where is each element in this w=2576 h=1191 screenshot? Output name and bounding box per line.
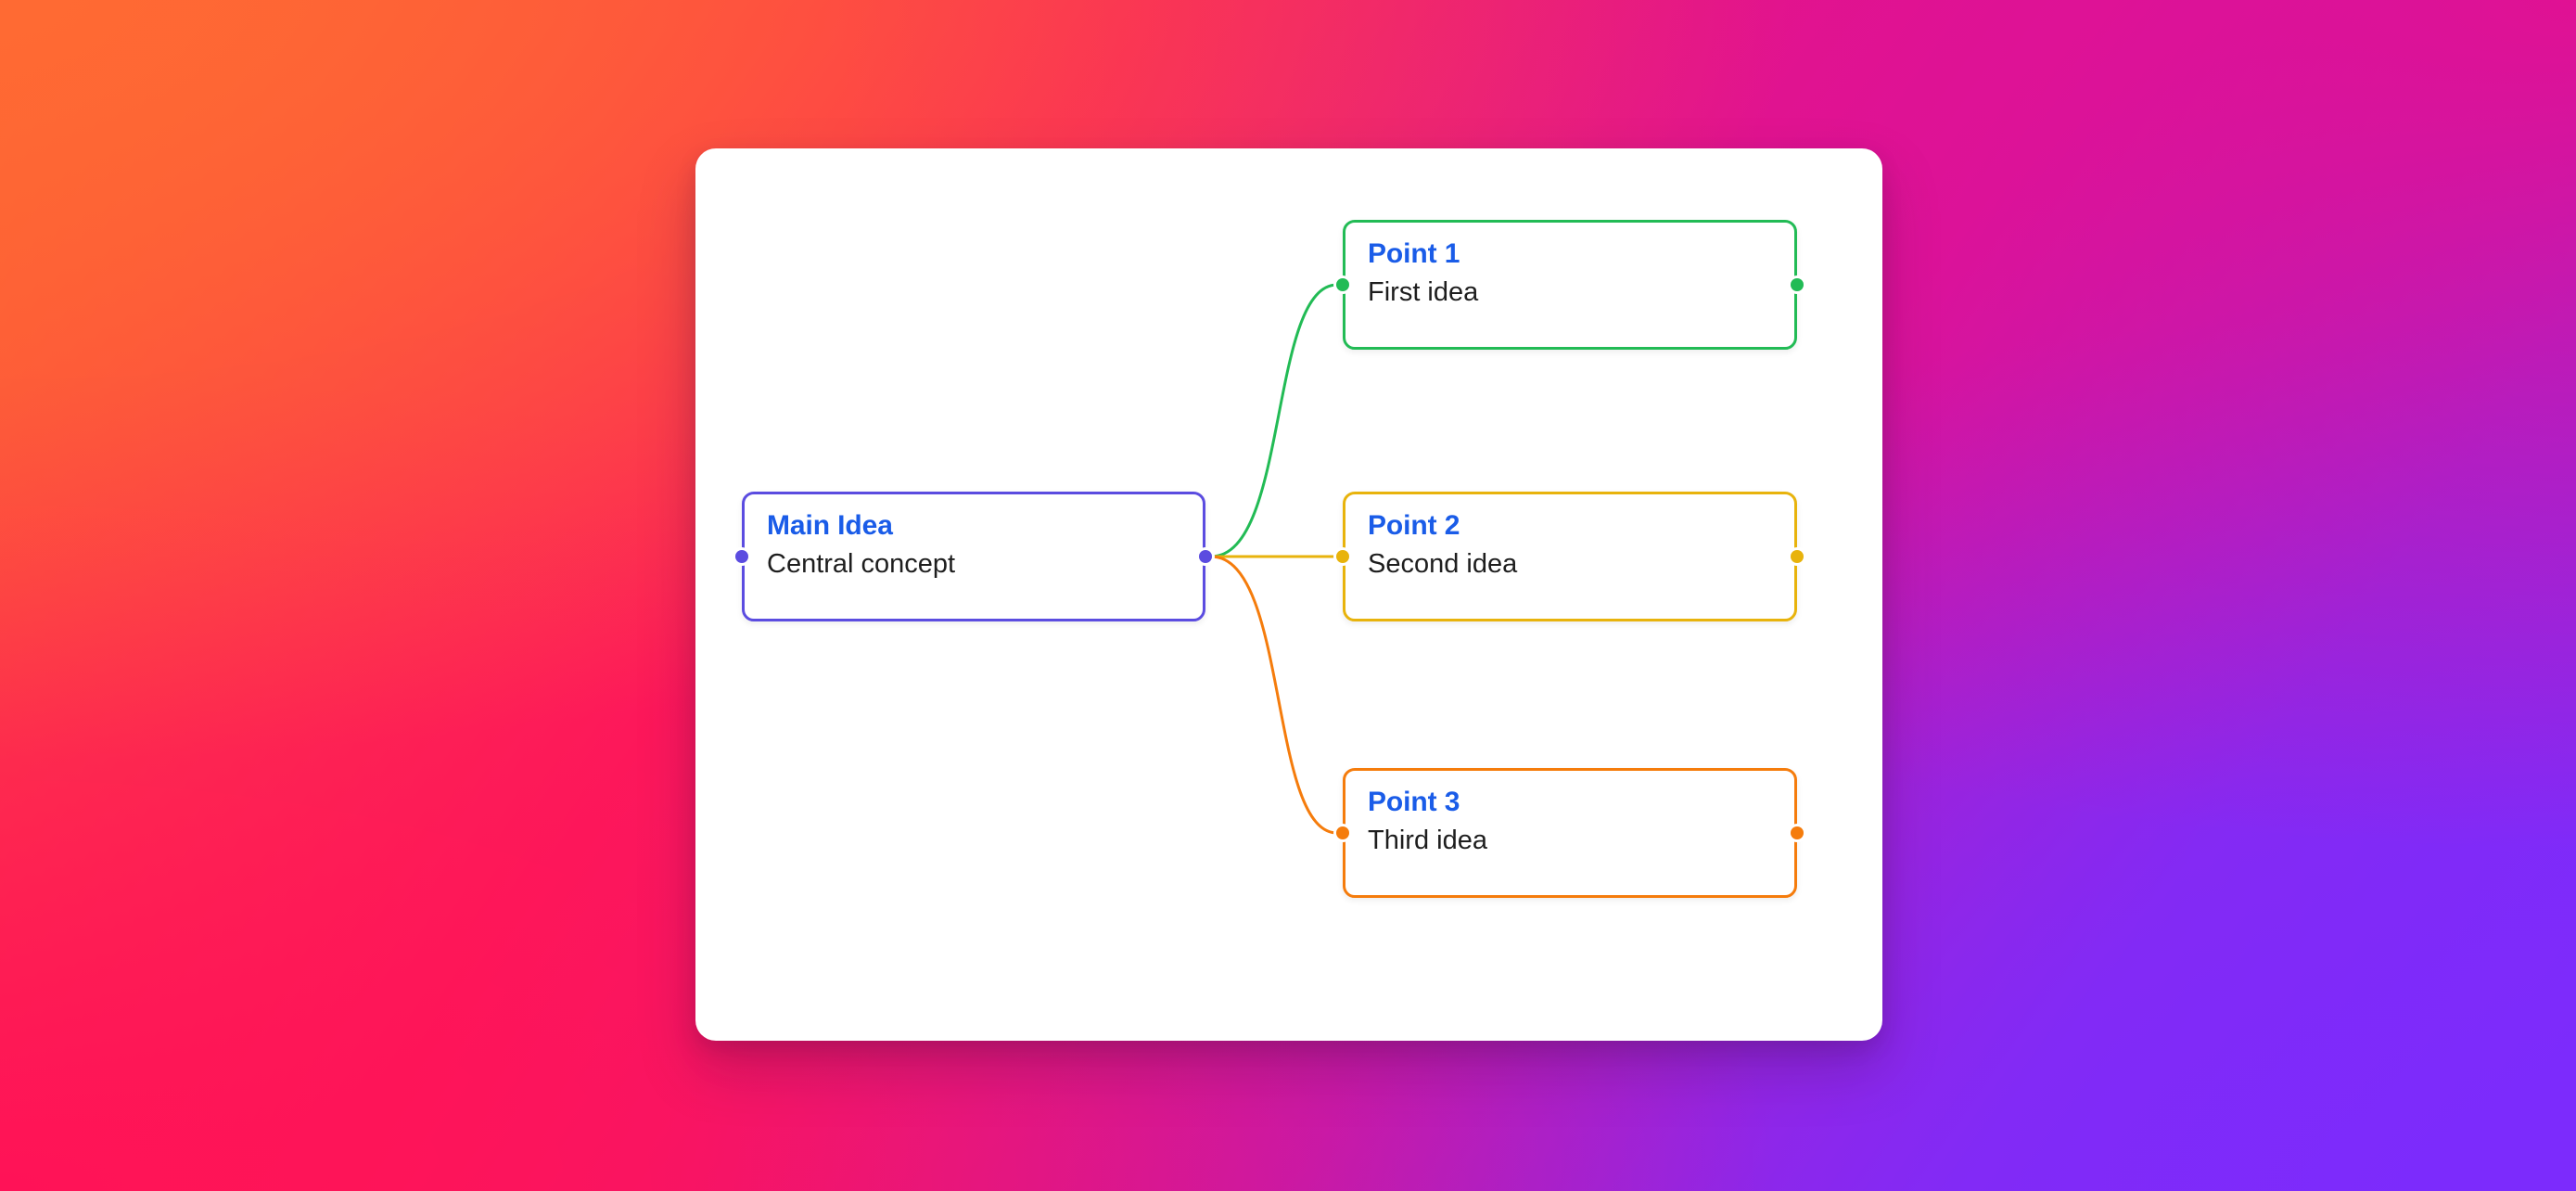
- node-point-1-subtitle: First idea: [1368, 277, 1479, 308]
- port-point-3-left[interactable]: [1336, 826, 1349, 839]
- edge-main-to-point-3: [1209, 555, 1339, 835]
- node-main-idea-subtitle: Central concept: [767, 549, 956, 580]
- node-point-1[interactable]: Point 1 First idea: [1336, 220, 1804, 350]
- port-point-3-right[interactable]: [1791, 826, 1804, 839]
- node-main-idea-title: Main Idea: [767, 510, 893, 541]
- node-point-2[interactable]: Point 2 Second idea: [1336, 492, 1804, 621]
- port-point-2-right[interactable]: [1791, 550, 1804, 563]
- node-point-2-title: Point 2: [1368, 510, 1460, 541]
- port-main-idea-right[interactable]: [1199, 550, 1212, 563]
- node-point-3-title: Point 3: [1368, 787, 1460, 817]
- port-point-1-left[interactable]: [1336, 278, 1349, 291]
- node-point-3[interactable]: Point 3 Third idea: [1336, 768, 1804, 898]
- port-point-2-left[interactable]: [1336, 550, 1349, 563]
- port-main-idea-left[interactable]: [735, 550, 748, 563]
- node-main-idea[interactable]: Main Idea Central concept: [735, 492, 1212, 621]
- mind-map-canvas-card[interactable]: Main Idea Central concept Point 1 First …: [695, 148, 1882, 1041]
- node-point-1-title: Point 1: [1368, 238, 1460, 269]
- port-point-1-right[interactable]: [1791, 278, 1804, 291]
- edge-main-to-point-1: [1209, 283, 1339, 558]
- node-point-3-subtitle: Third idea: [1368, 826, 1487, 856]
- node-point-2-subtitle: Second idea: [1368, 549, 1518, 580]
